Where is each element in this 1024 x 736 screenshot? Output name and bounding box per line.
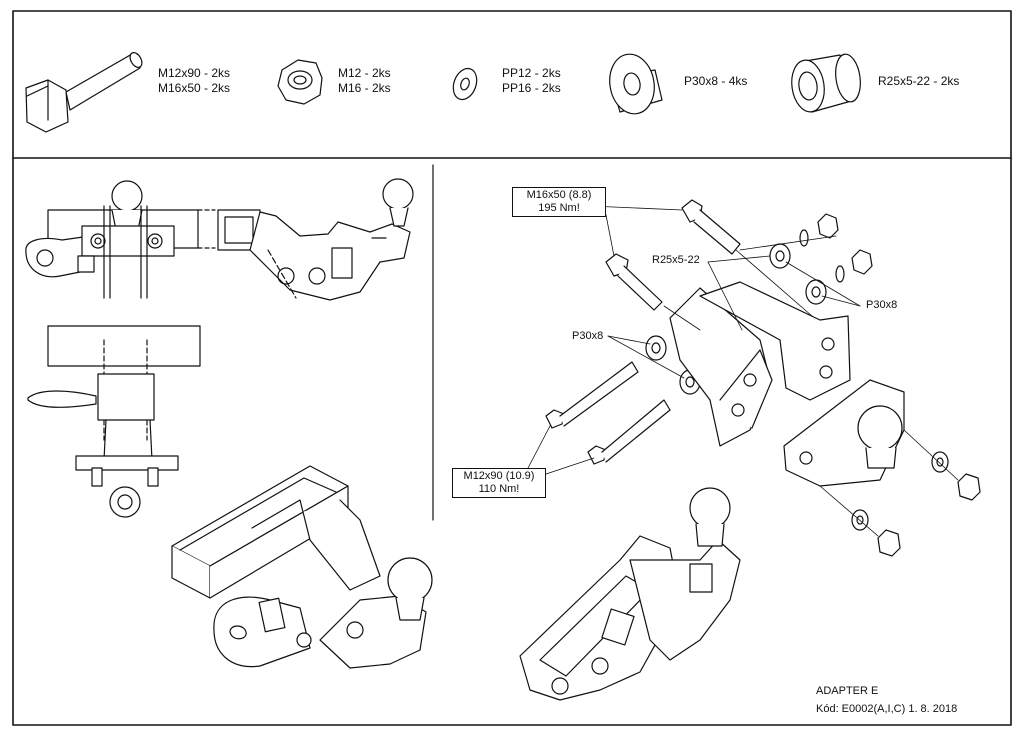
iso-assembled-view-right <box>519 487 741 701</box>
part-label-sleeves: R25x5-22 - 2ks <box>878 74 959 89</box>
part-label-washers: PP12 - 2ks PP16 - 2ks <box>502 66 561 96</box>
callout-m16-torque: M16x50 (8.8) 195 Nm! <box>512 187 606 217</box>
part-label-nuts: M12 - 2ks M16 - 2ks <box>338 66 391 96</box>
callout-line: 110 Nm! <box>478 483 520 495</box>
bolt-m12-lower <box>587 399 671 465</box>
side-view <box>217 178 414 301</box>
part-label-bolts: M12x90 - 2ks M16x50 - 2ks <box>158 66 230 96</box>
iso-assembled-view <box>171 465 433 669</box>
bolt-icon <box>25 52 143 133</box>
callout-p30-right: P30x8 <box>866 299 898 312</box>
part-label-line: PP12 - 2ks <box>502 66 561 80</box>
top-view <box>27 325 201 518</box>
callout-line: 195 Nm! <box>538 202 580 214</box>
spacer-icon <box>609 53 663 115</box>
exploded-view <box>527 199 981 557</box>
callout-p30-left: P30x8 <box>572 330 604 343</box>
front-view <box>25 180 216 299</box>
callout-line: M12x90 (10.9) <box>463 470 535 482</box>
part-label-line: M16 - 2ks <box>338 81 391 95</box>
footer-code: Kód: E0002(A,I,C) 1. 8. 2018 <box>816 703 958 715</box>
callout-line: M16x50 (8.8) <box>526 189 592 201</box>
part-label-line: P30x8 - 4ks <box>684 74 748 88</box>
washer-icon <box>452 67 478 101</box>
nut-icon <box>277 59 323 105</box>
part-label-line: M12x90 - 2ks <box>158 66 231 80</box>
callout-r25: R25x5-22 <box>652 254 700 267</box>
sleeve-icon <box>791 53 861 113</box>
bolt-m12-upper <box>545 361 639 429</box>
outer-frame <box>12 10 1012 726</box>
spacer-p30-left-a <box>645 335 667 361</box>
bolt-m16-upper <box>681 199 741 255</box>
part-label-line: PP16 - 2ks <box>502 81 561 95</box>
part-label-line: M16x50 - 2ks <box>158 81 231 95</box>
callout-m12-torque: M12x90 (10.9) 110 Nm! <box>452 468 546 498</box>
part-label-line: M12 - 2ks <box>338 66 391 80</box>
bolt-m16-lower <box>605 253 663 311</box>
part-label-line: R25x5-22 - 2ks <box>878 74 960 88</box>
footer-title: ADAPTER E <box>816 685 879 697</box>
side-plate-right <box>699 281 851 401</box>
part-label-spacers: P30x8 - 4ks <box>684 74 747 89</box>
